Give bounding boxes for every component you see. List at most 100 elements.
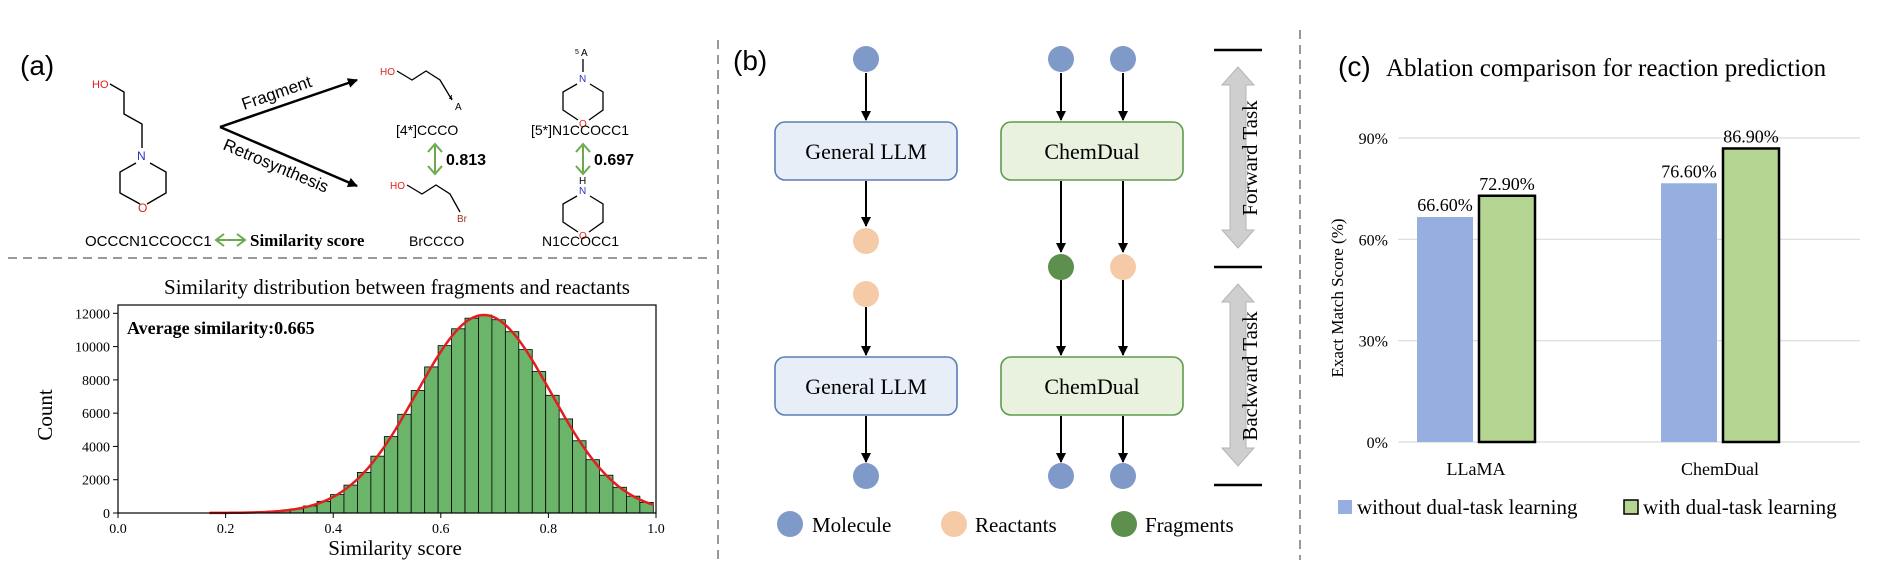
fragment1-smiles: [4*]CCCO [396,122,458,138]
histogram-bar [518,349,533,514]
reactants-node [853,281,879,307]
atom-o: O [138,201,147,215]
bar-chart-categories: LLaMA ChemDual [1447,459,1759,479]
similarity-score-legend: Similarity score [250,231,365,250]
bar-chart-category-label: LLaMA [1447,459,1506,479]
histogram-y-tick-label: 4000 [82,440,110,455]
histogram-y-tick-label: 10000 [75,341,110,356]
histogram-x-tick-label: 1.0 [647,522,665,537]
svg-text:HO: HO [390,181,405,192]
similarity-legend-arrow [214,233,247,247]
flow-nodes [853,46,1136,489]
bar-without-dual-task [1661,183,1717,443]
legend-with-label: with dual-task learning [1643,495,1837,519]
bar-chart-y-tick-label: 0% [1367,435,1388,452]
histogram-y-tick-label: 0 [103,507,110,522]
histogram-bar [410,390,426,514]
chemdual-label-backward: ChemDual [1044,374,1139,399]
histogram-bar [491,319,506,514]
histogram-bar [464,317,479,514]
density-curve [209,313,654,515]
bar-chart-legend: without dual-task learning with dual-tas… [1338,495,1837,519]
average-similarity-annotation: Average similarity:0.665 [127,318,315,338]
chemdual-box-forward [1000,121,1184,181]
bar-chart-y-tick-label: 90% [1359,131,1388,148]
bar-chart-bars [1417,147,1781,444]
histogram-bar [504,331,520,514]
chemdual-box-backward [1000,356,1184,416]
flow-arrows [861,73,1128,463]
reactant1-smiles: BrCCCO [409,233,464,249]
bar-chart-title: Ablation comparison for reaction predict… [1386,55,1827,82]
similarity-score-2: 0.697 [594,152,634,169]
panel-b-label: (b) [733,45,767,76]
bar-chart-y-tick-label: 60% [1359,232,1388,249]
similarity-score-1: 0.813 [446,152,486,169]
retrosynthesis-arrow [219,125,358,188]
panel-a-label: (a) [20,50,54,81]
molecule-node [853,46,879,72]
bar-chart-data-labels: 66.60%72.90%76.60%86.90% [1417,126,1779,215]
forward-task-label: Forward Task [1238,100,1262,216]
svg-text:A: A [581,48,588,59]
histogram-y-tick-label: 2000 [82,474,110,489]
reactants-node [853,228,879,254]
panel-b: (b) General LLM ChemDual General LLM Che… [733,45,1262,537]
histogram-y-tick-label: 6000 [82,407,110,422]
forward-task-double-arrow [1220,66,1256,249]
histogram: Similarity distribution between fragment… [33,275,665,560]
bar-chart-y-ticks: 0% 30% 60% 90% [1359,131,1388,452]
general-llm-label-backward: General LLM [805,374,927,399]
bar-with-dual-task [1477,194,1537,444]
svg-text:Br: Br [457,214,468,225]
panel-b-legend: Molecule Reactants Fragments [777,511,1234,537]
histogram-x-tick-label: 0.2 [217,522,235,537]
legend-without-label: without dual-task learning [1357,495,1578,519]
input-molecule-structure: HO N O [92,79,167,215]
bar-chart-grid [1398,137,1860,443]
bar-chart-y-tick-label: 30% [1359,334,1388,351]
general-llm-box-forward [774,121,958,181]
bar-data-label: 72.90% [1479,174,1535,194]
reactants-node [1110,254,1136,280]
bar-chart-y-label: Exact Match Score (%) [1328,218,1347,377]
svg-text:N: N [579,74,586,85]
histogram-bar [383,436,399,514]
legend-molecule-label: Molecule [812,513,891,537]
molecule-node [1110,463,1136,489]
histogram-y-tick-label: 12000 [75,307,110,322]
atom-ho: HO [92,79,109,91]
reactant2-smiles: N1CCOCC1 [542,233,619,249]
histogram-x-tick-label: 0.4 [324,522,342,537]
legend-reactants-swatch [941,511,967,537]
histogram-y-ticks: 0 2000 4000 6000 8000 10000 12000 [75,307,118,522]
task-indicators: Forward Task Backward Task [1214,48,1262,487]
histogram-bar [531,371,547,514]
legend-without-swatch [1338,500,1352,514]
svg-text:4: 4 [449,95,453,102]
fragment-arrow [219,78,358,129]
histogram-bar [424,366,439,514]
histogram-title: Similarity distribution between fragment… [164,275,630,299]
histogram-x-tick-label: 0.6 [432,522,450,537]
svg-text:HO: HO [380,67,395,78]
bar-chart-category-label: ChemDual [1681,459,1759,479]
histogram-bar [370,455,385,514]
legend-fragments-swatch [1111,511,1137,537]
general-llm-label-forward: General LLM [805,139,927,164]
histogram-bar [478,314,493,514]
similarity-arrow-2 [575,142,591,176]
histogram-y-tick-label: 8000 [82,374,110,389]
retrosynthesis-arrow-label: Retrosynthesis [220,135,331,196]
bar-data-label: 66.60% [1417,195,1473,215]
molecule-node [1048,46,1074,72]
bar-with-dual-task [1721,147,1781,444]
bar-data-label: 76.60% [1661,161,1717,181]
histogram-bar [397,413,412,514]
backward-task-label: Backward Task [1238,311,1262,441]
svg-text:O: O [579,119,587,130]
molecule-node [1048,463,1074,489]
input-smiles: OCCCN1CCOCC1 [85,233,212,250]
legend-with-swatch [1623,499,1639,515]
histogram-bar [437,345,452,514]
